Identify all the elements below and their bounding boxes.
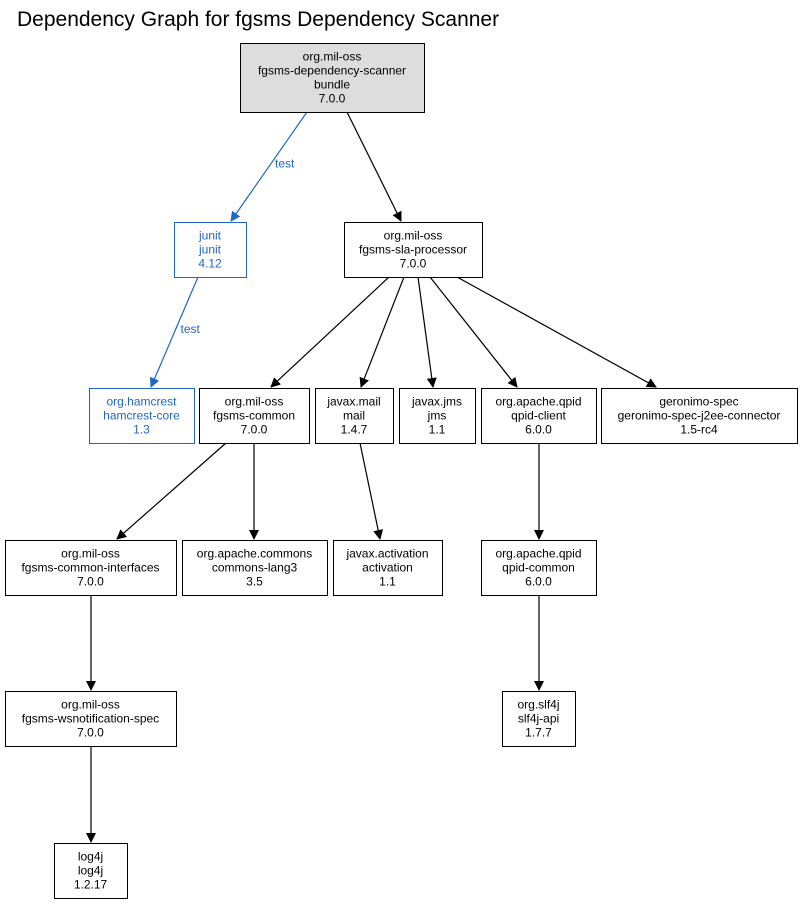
node-group-qpidcommon: org.apache.qpid (495, 547, 581, 561)
node-version-qpidclient: 6.0.0 (525, 423, 552, 437)
node-version-hamcrest: 1.3 (133, 423, 150, 437)
node-box-geronimo (601, 388, 798, 444)
node-root: org.mil-ossfgsms-dependency-scannerbundl… (240, 43, 425, 113)
node-artifact-slf4j: slf4j-api (518, 712, 559, 726)
edge-junit-to-hamcrest (149, 276, 199, 388)
node-version-wsn: 7.0.0 (77, 726, 104, 740)
edge-sla-to-common (270, 276, 390, 388)
node-group-mail: javax.mail (326, 395, 380, 409)
node-box-junit (174, 222, 247, 278)
node-version-jms: 1.1 (429, 423, 446, 437)
edge-sla-to-jms (417, 276, 437, 388)
node-box-lang3 (182, 540, 328, 596)
node-box-qpidclient (481, 388, 597, 444)
edge-label-root-to-junit: test (275, 157, 295, 171)
node-box-root (240, 43, 425, 113)
node-version-mail: 1.4.7 (341, 423, 368, 437)
node-version-junit: 4.12 (198, 257, 222, 271)
edge-mail-to-activation (359, 442, 384, 540)
node-group-activation: javax.activation (345, 547, 428, 561)
node-version-slf4j: 1.7.7 (525, 726, 552, 740)
node-packaging-root: bundle (314, 78, 350, 92)
node-group-slf4j: org.slf4j (517, 698, 559, 712)
node-group-log4j: log4j (78, 850, 103, 864)
node-version-log4j: 1.2.17 (74, 878, 108, 892)
node-artifact-qpidcommon: qpid-common (502, 561, 575, 575)
node-artifact-activation: activation (362, 561, 413, 575)
node-artifact-wsn: fgsms-wsnotification-spec (22, 712, 159, 726)
node-box-log4j (54, 843, 128, 899)
node-artifact-sla: fgsms-sla-processor (359, 243, 467, 257)
page-title: Dependency Graph for fgsms Dependency Sc… (17, 8, 500, 31)
node-box-jms (399, 388, 476, 444)
edge-common-to-interfaces (116, 442, 227, 540)
node-artifact-hamcrest: hamcrest-core (103, 409, 180, 423)
node-group-junit: junit (198, 229, 222, 243)
nodes-layer: org.mil-ossfgsms-dependency-scannerbundl… (5, 43, 798, 899)
node-artifact-log4j: log4j (78, 864, 103, 878)
edge-sla-to-mail (359, 276, 405, 388)
node-artifact-qpidclient: qpid-client (511, 409, 566, 423)
node-box-sla (344, 222, 483, 278)
edges-layer: test test (86, 111, 657, 843)
node-group-qpidclient: org.apache.qpid (495, 395, 581, 409)
node-geronimo: geronimo-specgeronimo-spec-j2ee-connecto… (601, 388, 798, 444)
node-group-jms: javax.jms (411, 395, 462, 409)
node-group-lang3: org.apache.commons (197, 547, 312, 561)
node-version-root: 7.0.0 (319, 92, 346, 106)
node-box-qpidcommon (481, 540, 597, 596)
node-version-qpidcommon: 6.0.0 (525, 575, 552, 589)
edge-sla-to-geronimo (456, 276, 657, 388)
node-group-sla: org.mil-oss (384, 229, 443, 243)
node-artifact-geronimo: geronimo-spec-j2ee-connector (618, 409, 781, 423)
node-box-wsn (5, 691, 177, 747)
node-artifact-jms: jms (427, 409, 447, 423)
edge-root-to-junit (230, 111, 308, 222)
node-group-interfaces: org.mil-oss (61, 547, 120, 561)
node-wsn: org.mil-ossfgsms-wsnotification-spec7.0.… (5, 691, 177, 747)
node-artifact-interfaces: fgsms-common-interfaces (21, 561, 159, 575)
node-version-activation: 1.1 (379, 575, 396, 589)
node-box-mail (315, 388, 394, 444)
edge-sla-to-qpidclient (429, 276, 518, 388)
node-version-lang3: 3.5 (246, 575, 263, 589)
node-artifact-lang3: commons-lang3 (212, 561, 298, 575)
node-version-interfaces: 7.0.0 (77, 575, 104, 589)
node-group-common: org.mil-oss (225, 395, 284, 409)
node-version-geronimo: 1.5-rc4 (680, 423, 718, 437)
node-artifact-common: fgsms-common (213, 409, 295, 423)
node-version-sla: 7.0.0 (400, 257, 427, 271)
node-box-slf4j (502, 691, 576, 747)
node-artifact-root: fgsms-dependency-scanner (258, 64, 406, 78)
node-artifact-junit: junit (198, 243, 222, 257)
node-box-interfaces (5, 540, 177, 596)
node-group-geronimo: geronimo-spec (659, 395, 738, 409)
node-version-common: 7.0.0 (241, 423, 268, 437)
edge-root-to-sla (346, 111, 402, 222)
node-box-common (199, 388, 310, 444)
node-group-hamcrest: org.hamcrest (106, 395, 177, 409)
node-group-root: org.mil-oss (303, 50, 362, 64)
node-group-wsn: org.mil-oss (61, 698, 120, 712)
node-box-hamcrest (89, 388, 195, 444)
edge-label-junit-to-hamcrest: test (181, 322, 201, 336)
node-artifact-mail: mail (343, 409, 365, 423)
node-box-activation (333, 540, 443, 596)
